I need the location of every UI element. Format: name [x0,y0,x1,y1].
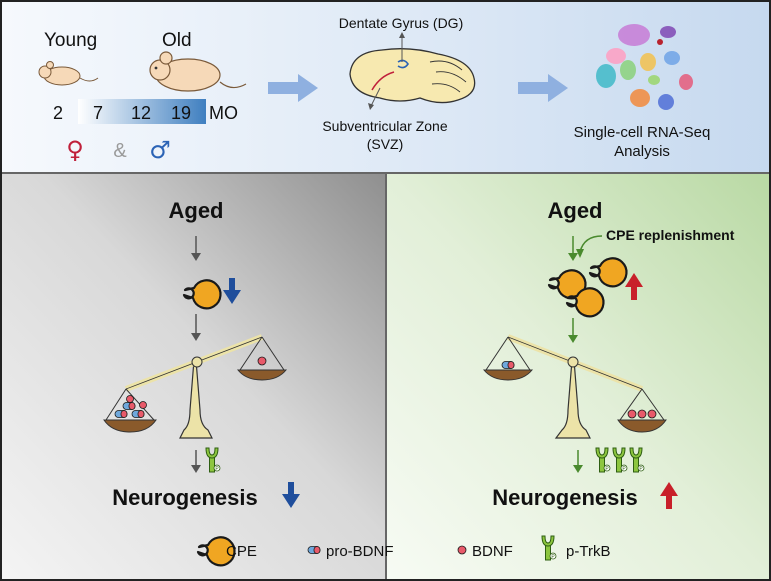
young-label: Young [44,30,97,51]
age-unit: MO [209,103,238,123]
up-arrow-icon [660,482,678,509]
bdnf-dot [637,409,647,419]
grey-arrow-icon [191,450,201,473]
flow-arrow-icon [518,74,568,102]
legend-cpe-label: CPE [226,543,257,560]
grey-arrow-icon [191,314,201,341]
green-arrow-icon [573,450,583,473]
right-neurogenesis-label: Neurogenesis [492,485,638,510]
down-arrow-icon [282,482,300,508]
green-arrow-icon [568,318,578,343]
left-neurogenesis-label: Neurogenesis [112,485,258,510]
right-panel [387,174,769,579]
umap-cluster-icon [596,24,693,110]
pro-bdnf-icon [501,361,515,369]
green-arrow-icon [568,236,578,261]
bdnf-dot [627,409,637,419]
flow-arrow-icon [268,74,318,102]
analysis-label-line2: Analysis [614,143,670,160]
green-curved-arrow-icon [576,235,603,258]
grey-arrow-icon [191,236,201,261]
pro-bdnf-icon [114,410,128,418]
old-mouse-icon [149,51,247,92]
ampersand-label: & [113,140,127,162]
up-arrow-icon [625,273,643,300]
scale-icon [103,334,288,439]
legend-ptrkb-label: p-TrkB [566,543,610,560]
dg-label: Dentate Gyrus (DG) [339,15,463,31]
age-tick-12: 12 [131,103,151,123]
age-tick-2: 2 [53,103,63,123]
left-aged-title: Aged [169,198,224,223]
brain-icon [349,32,476,110]
svz-label-line1: Subventricular Zone [322,118,448,134]
young-mouse-icon [38,61,99,86]
legend: CPE pro-BDNF BDNF p-TrkB [196,535,610,567]
bdnf-dot [139,401,147,409]
old-label: Old [162,30,192,51]
bdnf-legend-icon [457,545,467,555]
legend-pro-bdnf-label: pro-BDNF [326,543,394,560]
bdnf-dot [126,395,134,403]
legend-bdnf-label: BDNF [472,543,513,560]
bdnf-dot [257,356,267,366]
analysis-label-line1: Single-cell RNA-Seq [574,124,711,141]
svz-label-line2: (SVZ) [367,136,404,152]
pro-bdnf-legend-icon [307,546,321,554]
age-tick-7: 7 [93,103,103,123]
female-icon: ♀ [66,136,84,164]
pro-bdnf-icon [122,402,136,410]
scale-icon [482,334,667,439]
bdnf-dot [647,409,657,419]
pro-bdnf-icon [131,410,145,418]
age-gradient-bar [78,99,206,124]
age-tick-19: 19 [171,103,191,123]
cpe-replenishment-label: CPE replenishment [606,227,735,243]
right-aged-title: Aged [548,198,603,223]
down-arrow-icon [223,278,241,304]
male-icon: ♂ [149,136,171,164]
